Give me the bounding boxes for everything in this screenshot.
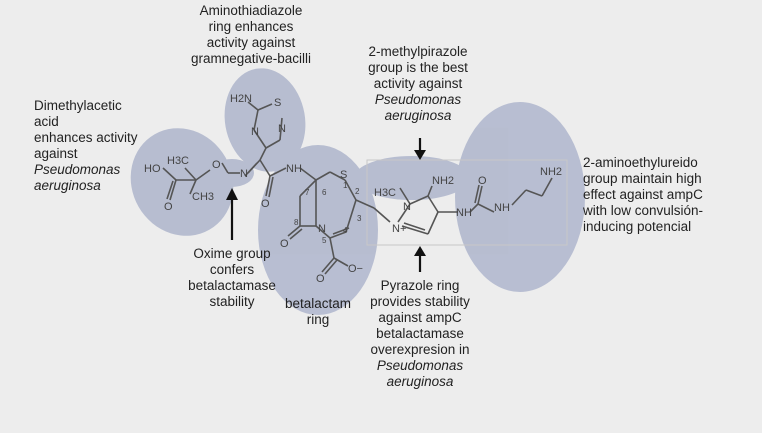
highlight-methylpyrazole [354,156,470,200]
annotation-oxime-line3: betalactamase [188,278,276,293]
atom-nh2-pyr: NH2 [432,175,454,187]
atom-nh-amide: NH [286,163,302,175]
arrow-methylpyrazole-head [414,150,426,160]
annotation-aminothiadiazole: Aminothiadiazole ring enhances activity … [176,3,326,67]
annotation-aminoethylureido-line2: group maintain high [583,171,702,186]
atom-coo-minus: O− [348,263,363,275]
annotation-methylpyrazole-italic1: Pseudomonas [374,92,462,107]
annotation-pyrazole-italic1: Pseudomonas [376,358,464,373]
annotation-pyrazole-line4: betalactamase [376,326,464,341]
annotation-aminothiadiazole-line2: ring enhances [208,19,294,34]
ring-numbers: 7 6 1 2 3 4 5 8 [294,181,362,245]
highlight-betalactam [258,145,378,315]
annotation-pyrazole-line2: provides stability [370,294,470,309]
ring-number-6: 6 [322,188,327,197]
annotation-aminoethylureido: 2-aminoethylureido group maintain high e… [583,155,753,235]
ring-number-3: 3 [357,214,362,223]
atom-nh-urea2: NH [494,202,510,214]
arrows [226,138,426,272]
atom-h3c-pyr: H3C [374,187,396,199]
atom-n-thia-bottom: N [251,126,259,138]
annotation-aminothiadiazole-line3: activity against [206,35,296,50]
annotation-oxime: Oxime group confers betalactamase stabil… [172,246,292,310]
atom-o-urea: O [478,175,487,187]
atom-n-thia-right: N [278,123,286,135]
highlight-dimethylacetic [130,128,234,236]
atom-o-acid: O [164,201,173,213]
atom-s-thia: S [274,97,281,109]
annotation-methylpyrazole-line3: activity against [373,76,463,91]
annotation-oxime-line4: stability [209,294,255,309]
arrow-pyrazole-head [414,246,426,256]
arrow-oxime-head [226,188,238,200]
atom-n-pyr-top: N [403,201,411,213]
annotation-dimethylacetic-italic2: aeruginosa [34,178,101,193]
annotation-aminoethylureido-line3: effect against ampC [583,187,703,202]
annotation-pyrazole-line1: Pyrazole ring [380,278,460,293]
ring-number-5: 5 [322,236,327,245]
annotation-pyrazole-italic2: aeruginosa [386,374,454,389]
atom-s-ring: S [340,169,347,181]
annotation-pyrazole-line5: overexpresion in [370,342,470,357]
annotation-betalactam: betalactam ring [268,296,368,328]
annotation-dimethylacetic-line2: enhances activity [34,130,138,145]
annotation-betalactam-line2: ring [306,312,330,327]
atom-ch3-bottom: CH3 [192,191,214,203]
annotation-aminoethylureido-line4: with low convulsión- [583,203,704,218]
annotation-methylpyrazole-italic2: aeruginosa [384,108,452,123]
annotation-dimethylacetic-line3: against [34,146,78,161]
bonds [162,101,553,275]
annotation-pyrazole-line3: against ampC [378,310,462,325]
annotation-aminothiadiazole-line1: Aminothiadiazole [199,3,303,18]
annotation-aminoethylureido-line5: inducing potencial [583,219,692,234]
annotation-oxime-line2: confers [209,262,255,277]
annotation-aminoethylureido-line1: 2-aminoethylureido [583,155,698,170]
atom-coo: O [316,273,325,285]
annotation-dimethylacetic: Dimethylacetic acid enhances activity ag… [34,98,144,194]
atom-o-amide: O [261,198,270,210]
ring-number-1: 1 [343,181,348,190]
atom-o-lactam: O [280,238,289,250]
atom-ch3-top: H3C [167,155,189,167]
annotation-betalactam-line1: betalactam [284,296,352,311]
annotation-aminothiadiazole-line4: gramnegative-bacilli [190,51,312,66]
annotation-methylpyrazole: 2-methylpirazole group is the best activ… [358,44,478,124]
atom-n-pyr-plus: N+ [392,223,406,235]
ring-number-2: 2 [355,187,360,196]
ring-number-8: 8 [294,218,299,227]
atom-o-oxime: O [212,159,221,171]
atom-n-lactam: N [318,223,326,235]
atom-nh-urea1: NH [456,207,472,219]
highlight-thiadiazole [224,68,306,172]
atom-ho: HO [144,163,161,175]
annotation-methylpyrazole-line2: group is the best [368,60,468,75]
annotation-dimethylacetic-italic1: Pseudomonas [34,162,121,177]
annotation-methylpyrazole-line1: 2-methylpirazole [368,44,468,59]
annotation-dimethylacetic-line1: Dimethylacetic acid [34,98,122,129]
ring-number-7: 7 [305,188,310,197]
annotation-oxime-line1: Oxime group [193,246,271,261]
atom-nh2-end: NH2 [540,166,562,178]
ring-number-4: 4 [343,226,348,235]
atom-n-oxime: N [240,168,248,180]
annotation-pyrazole: Pyrazole ring provides stability against… [360,278,480,390]
atom-h2n-thia: H2N [230,93,252,105]
pyrazole-frame [366,159,568,246]
atom-labels: HO O H3C CH3 O N H2N S N N NH O S N O O … [144,93,562,285]
